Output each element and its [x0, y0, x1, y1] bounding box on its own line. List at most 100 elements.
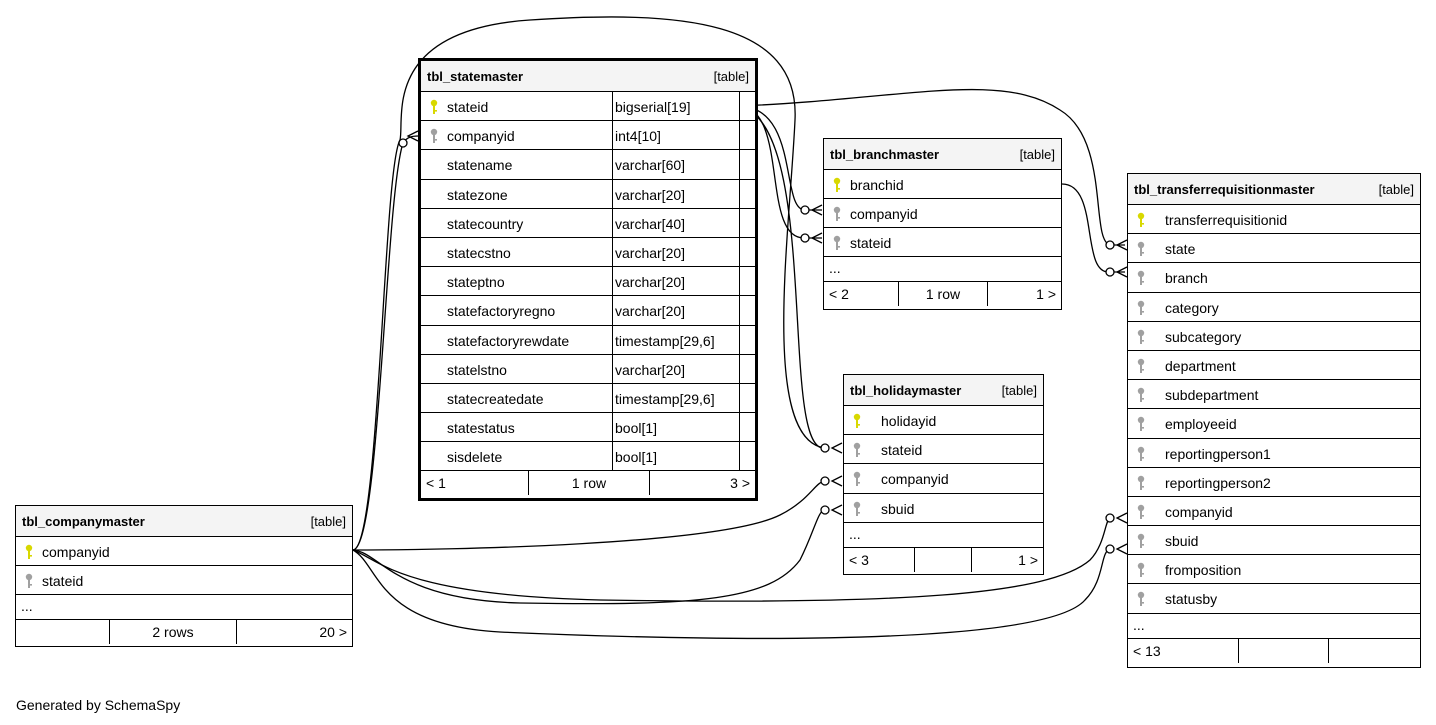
table-name: tbl_statemaster	[427, 69, 524, 84]
column-type: varchar[40]	[615, 215, 686, 232]
column-row[interactable]: category	[1128, 293, 1420, 322]
children-link[interactable]: 20 >	[319, 624, 347, 640]
primary-key-icon	[430, 99, 438, 118]
primary-key-icon	[833, 177, 841, 196]
column-name: statusby	[1165, 591, 1218, 608]
column-row[interactable]: sbuid	[1128, 526, 1420, 556]
column-row[interactable]: employeeid	[1128, 409, 1420, 439]
column-name: state	[1165, 241, 1196, 258]
table-name: tbl_transferrequisitionmaster	[1134, 182, 1315, 197]
column-name: companyid	[447, 128, 515, 145]
primary-key-icon	[1137, 212, 1145, 231]
children-link[interactable]	[1329, 639, 1420, 663]
column-type: timestamp[29,6]	[615, 390, 715, 407]
column-name: sbuid	[881, 500, 915, 517]
table-header: tbl_statemaster[table]	[421, 61, 755, 92]
edge-company-transfer-sbuid	[352, 548, 1111, 640]
column-row[interactable]: stateid	[844, 435, 1043, 465]
column-row[interactable]: transferrequisitionid	[1128, 205, 1420, 235]
more-columns[interactable]: ...	[16, 595, 352, 620]
column-name: statecountry	[447, 215, 524, 232]
children-link[interactable]: 1 >	[1018, 551, 1038, 568]
more-columns[interactable]: ...	[824, 257, 1061, 282]
column-row[interactable]: companyid	[824, 199, 1061, 228]
edge-company-holiday-companyid	[352, 480, 826, 551]
column-row[interactable]: branchid	[824, 170, 1061, 199]
table-type: [table]	[1378, 182, 1414, 197]
column-name: companyid	[42, 544, 110, 560]
column-row[interactable]: subcategory	[1128, 322, 1420, 351]
column-row[interactable]: reportingperson1	[1128, 439, 1420, 468]
column-row[interactable]: companyid	[844, 464, 1043, 494]
column-name: employeeid	[1165, 416, 1237, 433]
table-name: tbl_companymaster	[22, 514, 145, 529]
parents-link[interactable]: < 13	[1128, 638, 1239, 663]
parents-link[interactable]	[16, 620, 110, 644]
column-row[interactable]: companyid	[16, 537, 352, 566]
column-row[interactable]: statusby	[1128, 584, 1420, 614]
column-row[interactable]: state	[1128, 234, 1420, 264]
column-row[interactable]: statefactoryrewdate timestamp[29,6]	[421, 325, 755, 355]
foreign-key-icon	[25, 573, 33, 592]
column-row[interactable]: holidayid	[844, 406, 1043, 436]
foreign-key-icon	[1137, 475, 1145, 494]
parents-link[interactable]: < 1	[421, 471, 529, 496]
column-name: transferrequisitionid	[1165, 212, 1288, 228]
more-columns[interactable]: ...	[844, 523, 1043, 548]
column-row[interactable]: sbuid	[844, 494, 1043, 523]
column-row[interactable]: statecountry varchar[40]	[421, 208, 755, 238]
row-count: 2 rows	[110, 620, 237, 644]
children-link[interactable]: 1 >	[1036, 286, 1056, 302]
primary-key-icon	[853, 413, 861, 432]
row-count	[915, 547, 972, 572]
column-type: varchar[20]	[615, 303, 686, 320]
column-type: timestamp[29,6]	[615, 332, 715, 349]
parents-link[interactable]: < 3	[844, 547, 915, 572]
column-type: bool[1]	[615, 449, 658, 466]
column-name: stateid	[881, 442, 923, 459]
column-name: statefactoryrewdate	[447, 332, 570, 349]
parents-link[interactable]: < 2	[824, 282, 899, 306]
edge-company-holiday-sbuid	[352, 509, 826, 605]
more-columns[interactable]: ...	[1128, 614, 1420, 639]
column-type: varchar[60]	[615, 157, 686, 174]
column-name: branchid	[850, 177, 904, 193]
foreign-key-icon	[1137, 533, 1145, 552]
column-row[interactable]: companyid	[1128, 497, 1420, 527]
column-row[interactable]: branch	[1128, 263, 1420, 293]
foreign-key-icon	[1137, 504, 1145, 523]
column-type: bigserial[19]	[615, 99, 691, 115]
children-link[interactable]: 3 >	[730, 475, 750, 492]
column-row[interactable]: stateid	[824, 228, 1061, 257]
column-row[interactable]: subdepartment	[1128, 380, 1420, 410]
column-name: holidayid	[881, 413, 937, 429]
edge-company-statemaster-companyid	[352, 135, 419, 551]
table-header: tbl_transferrequisitionmaster [table]	[1128, 174, 1420, 205]
column-row[interactable]: stateid	[16, 566, 352, 595]
row-count	[1239, 638, 1329, 663]
foreign-key-icon	[1137, 329, 1145, 348]
table-transferrequisitionmaster[interactable]: tbl_transferrequisitionmaster [table] tran…	[1127, 173, 1421, 668]
table-footer: < 3 1 >	[844, 547, 1043, 572]
column-row[interactable]: reportingperson2	[1128, 468, 1420, 497]
foreign-key-icon	[1137, 358, 1145, 377]
column-row[interactable]: department	[1128, 351, 1420, 381]
table-name: tbl_branchmaster	[830, 147, 940, 162]
column-row[interactable]: fromposition	[1128, 555, 1420, 585]
